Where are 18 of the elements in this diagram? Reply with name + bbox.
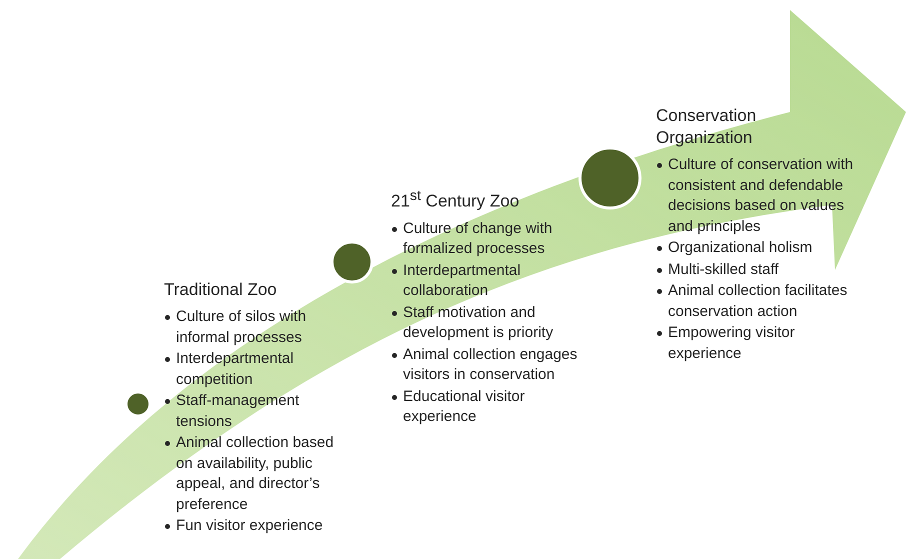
bullet-item: Organizational holism <box>656 238 856 258</box>
bullet-item: Staff motivation and development is priority <box>391 302 586 344</box>
bullet-item: Animal collection engages visitors in conservation <box>391 344 586 386</box>
bullet-item: Animal collection based on availability, public appeal, and director’s preference <box>164 433 349 515</box>
stage-heading: Traditional Zoo <box>164 279 278 301</box>
bullet-item: Interdepartmental competition <box>164 349 349 390</box>
bullet-item: Fun visitor experience <box>164 516 349 536</box>
bullet-item: Educational visitor experience <box>391 386 586 428</box>
bullet-item: Staff-management tensions <box>164 391 349 432</box>
bullet-item: Empowering visitor experience <box>656 323 856 364</box>
stage-heading: Conservation Organization <box>656 105 758 149</box>
bullet-item: Interdepartmental collaboration <box>391 260 586 302</box>
bullet-item: Culture of conservation with consistent and defendable decisions based on values and principles <box>656 155 856 237</box>
stage-heading: 21$^{st}$ Century Zoo <box>391 187 520 213</box>
bullet-item: Culture of change with formalized processes <box>391 218 586 260</box>
bullet-item: Culture of silos with informal processes <box>164 307 349 348</box>
bullet-item: Multi-skilled staff <box>656 260 856 280</box>
bullet-item: Animal collection facilitates conservation action <box>656 281 856 322</box>
